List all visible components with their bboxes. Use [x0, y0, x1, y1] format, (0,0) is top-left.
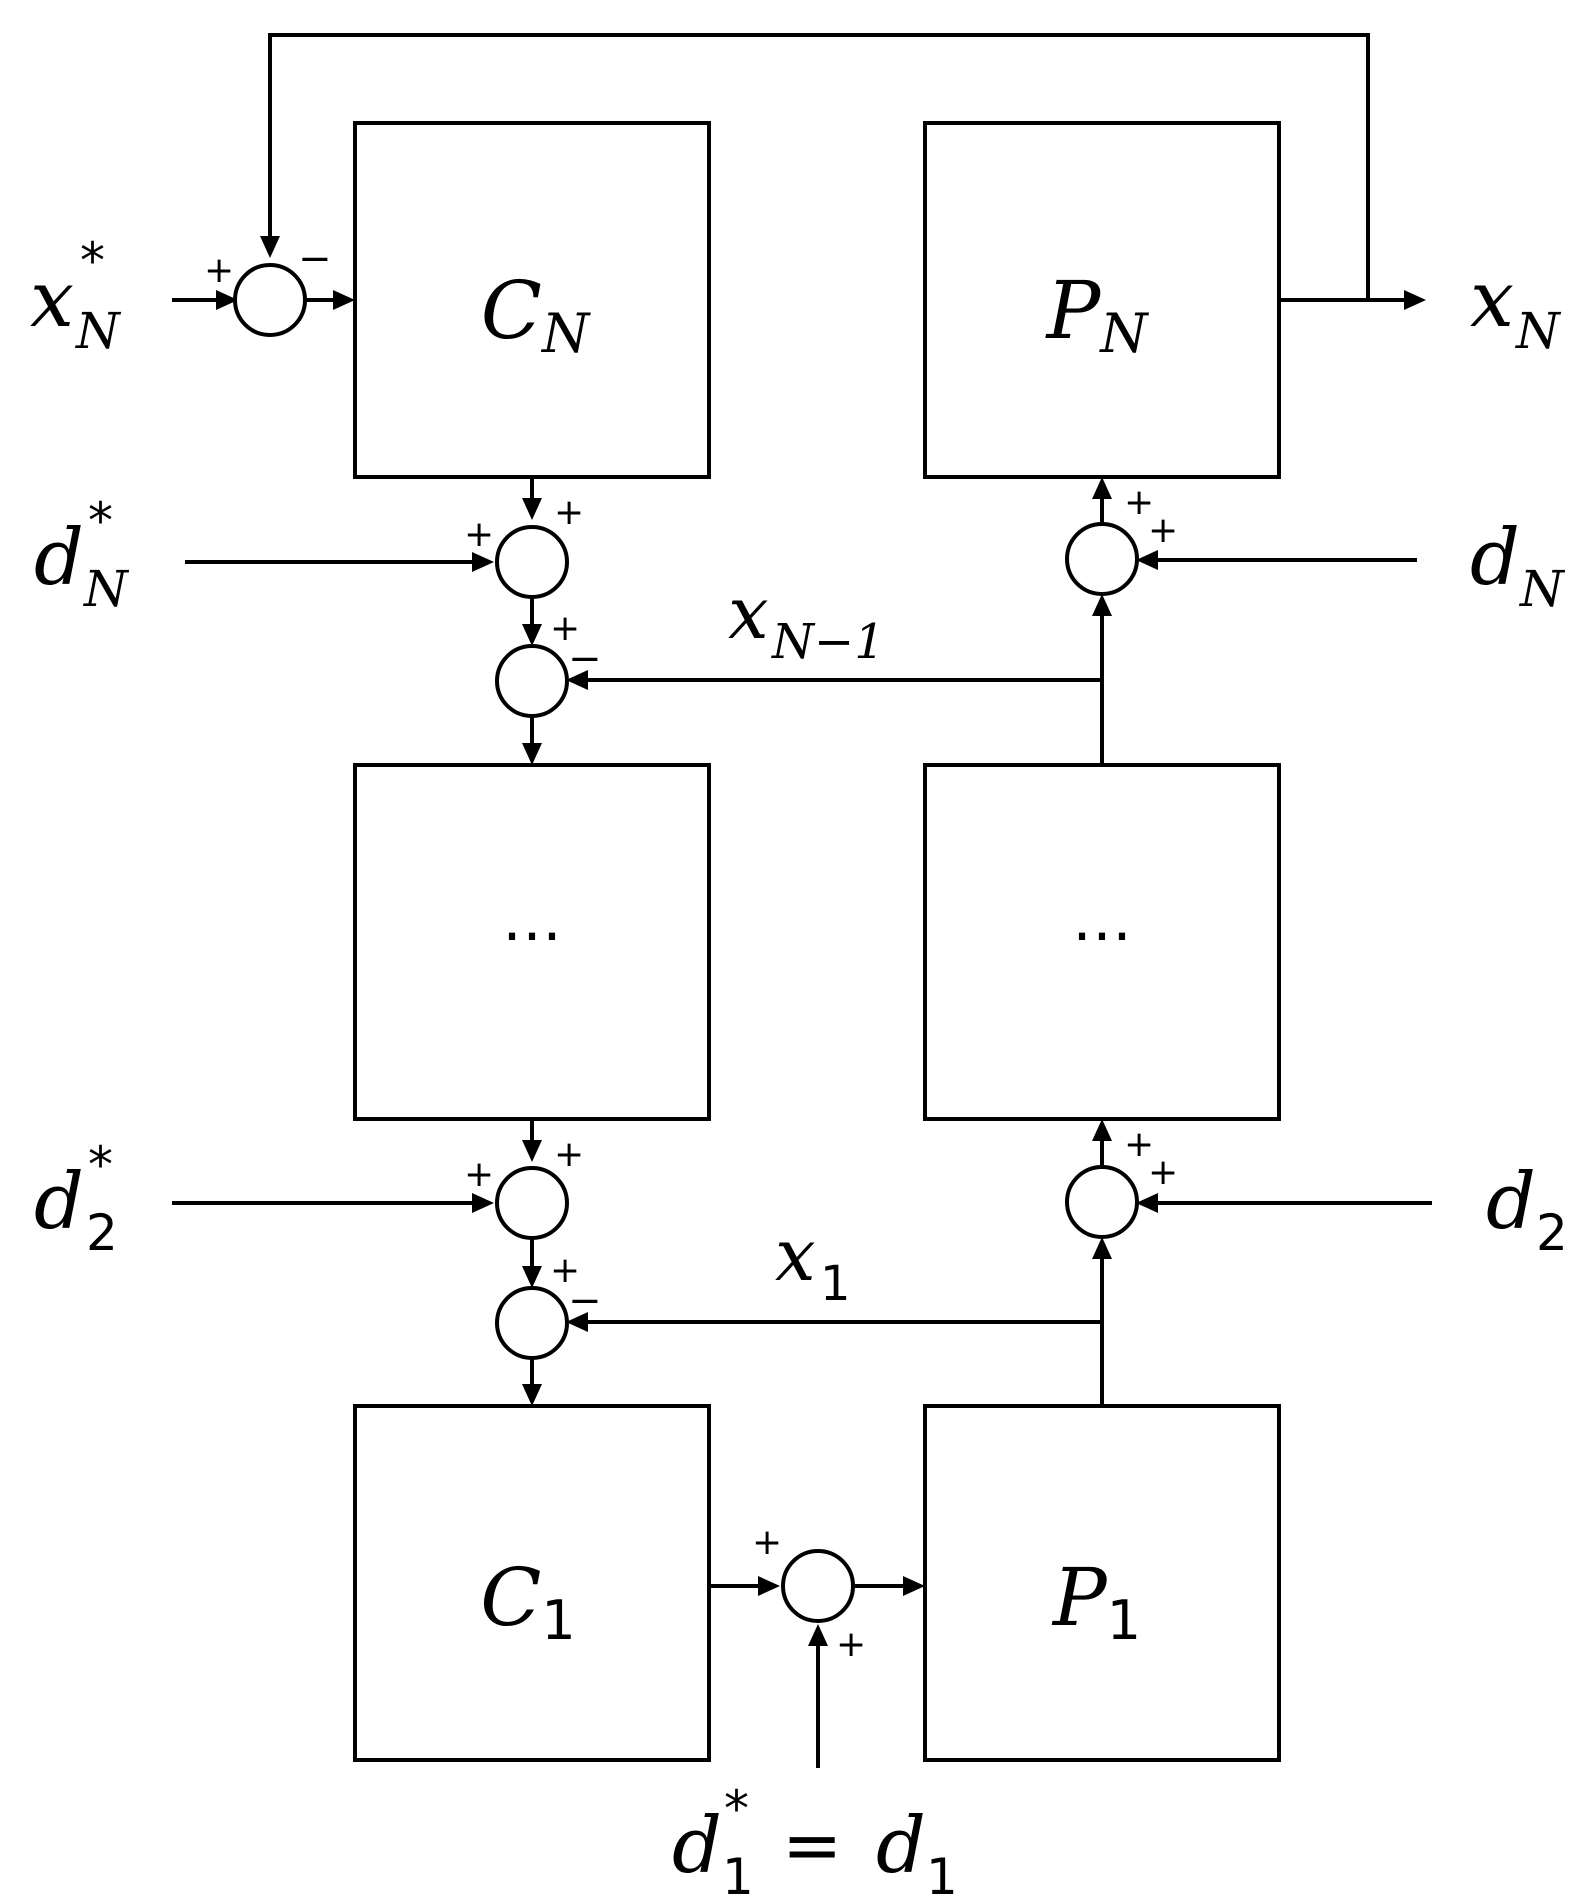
arrowhead	[333, 290, 355, 310]
label-cn: CN	[481, 264, 591, 365]
svg-text:d: d	[1470, 513, 1520, 603]
label-c1: C1	[480, 1551, 576, 1652]
arrowhead	[1092, 594, 1112, 616]
block-cn	[353, 121, 711, 479]
summing-junction-a	[495, 525, 569, 599]
sign-minus: −	[568, 636, 602, 682]
arrowhead	[1092, 477, 1112, 499]
arrowhead	[522, 1266, 542, 1288]
label-c-middle: ⋯	[502, 900, 562, 970]
svg-text:*: *	[724, 1780, 749, 1838]
svg-text:N: N	[83, 560, 130, 618]
block-c-middle	[353, 763, 711, 1121]
arrowhead	[1136, 1193, 1158, 1213]
sign-plus: +	[464, 514, 494, 555]
signal-d2: d 2	[1486, 1157, 1568, 1262]
arrowhead	[758, 1576, 780, 1596]
svg-text:d: d	[876, 1801, 926, 1891]
svg-text:N−1: N−1	[771, 614, 885, 670]
svg-text:=: =	[782, 1803, 842, 1887]
label-pn: PN	[1044, 264, 1149, 365]
arrowhead	[1092, 1237, 1112, 1259]
sign-plus: +	[752, 1522, 782, 1563]
arrowhead	[522, 1140, 542, 1162]
arrowheads	[216, 236, 1426, 1646]
signal-dn-ref: d * N	[34, 492, 130, 618]
summing-junction-d	[495, 1166, 569, 1240]
summing-junction-f	[1065, 1165, 1139, 1239]
summing-junction-e	[495, 1286, 569, 1360]
summing-junction-b	[495, 644, 569, 718]
sign-plus: +	[554, 492, 584, 533]
arrowhead	[566, 1312, 588, 1332]
arrowhead	[566, 670, 588, 690]
svg-text:*: *	[80, 232, 105, 290]
svg-text:N: N	[75, 302, 122, 360]
arrowhead	[522, 624, 542, 646]
block-p1	[923, 1404, 1281, 1762]
arrowhead	[216, 290, 238, 310]
signal-xn-ref: x * N	[30, 232, 122, 360]
block-pn	[923, 121, 1281, 479]
sign-plus: +	[550, 608, 580, 649]
sign-plus: +	[1148, 510, 1178, 551]
arrowhead	[522, 743, 542, 765]
sign-plus: +	[1124, 1124, 1154, 1165]
svg-text:x: x	[1470, 255, 1514, 345]
svg-text:2: 2	[1536, 1204, 1568, 1262]
arrowhead	[808, 1624, 828, 1646]
arrowhead	[522, 1384, 542, 1406]
signal-d2-ref: d * 2	[34, 1136, 118, 1262]
svg-text:x: x	[30, 255, 74, 345]
svg-text:2: 2	[86, 1204, 118, 1262]
svg-text:*: *	[88, 1136, 113, 1194]
arrowhead	[1092, 1119, 1112, 1141]
svg-text:1: 1	[926, 1848, 958, 1903]
signal-xn-minus-1: x N−1	[728, 571, 885, 670]
sign-plus: +	[836, 1624, 866, 1665]
signal-xn-out: x N	[1470, 255, 1562, 360]
arrowhead	[903, 1576, 925, 1596]
signal-dn: d N	[1470, 513, 1566, 618]
svg-text:*: *	[88, 492, 113, 550]
svg-text:N: N	[1515, 302, 1562, 360]
svg-text:d: d	[34, 1157, 84, 1247]
svg-text:1: 1	[722, 1848, 754, 1903]
summing-junction-top	[233, 263, 307, 337]
signal-d1: d * 1 = d 1	[672, 1780, 958, 1903]
arrowhead	[1404, 290, 1426, 310]
svg-text:1: 1	[820, 1256, 851, 1312]
svg-text:d: d	[34, 513, 84, 603]
svg-text:N: N	[1519, 560, 1566, 618]
svg-text:x: x	[728, 571, 769, 655]
label-p1: P1	[1051, 1551, 1141, 1652]
sign-plus: +	[550, 1250, 580, 1291]
sign-minus: −	[568, 1278, 602, 1324]
sign-plus: +	[554, 1134, 584, 1175]
signal-x1: x 1	[775, 1213, 851, 1312]
arrowhead	[522, 498, 542, 520]
block-c1	[353, 1404, 711, 1762]
svg-text:d: d	[672, 1801, 722, 1891]
arrowhead	[472, 1193, 494, 1213]
sign-minus: −	[298, 236, 332, 282]
sign-plus: +	[1124, 482, 1154, 523]
arrowhead	[472, 552, 494, 572]
sign-plus: +	[204, 250, 234, 291]
sign-plus: +	[464, 1154, 494, 1195]
label-p-middle: ⋯	[1072, 900, 1132, 970]
arrowhead	[1136, 550, 1158, 570]
svg-text:x: x	[775, 1213, 816, 1297]
svg-text:d: d	[1486, 1157, 1536, 1247]
arrowhead	[260, 236, 280, 258]
summing-junction-g	[781, 1549, 855, 1623]
sign-labels: + − + + + − + + + + + − + + + +	[204, 236, 1178, 1665]
summing-junction-c	[1065, 522, 1139, 596]
sign-plus: +	[1148, 1152, 1178, 1193]
